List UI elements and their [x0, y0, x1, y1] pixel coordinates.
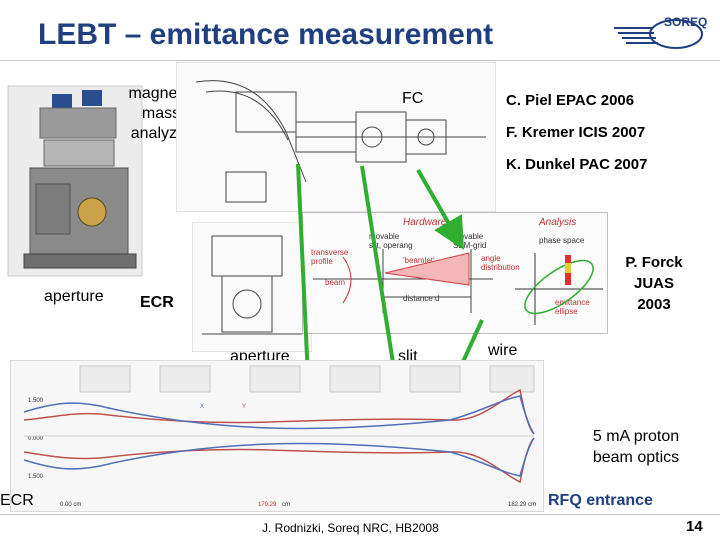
- emittance-ellipse-line2: ellipse: [555, 307, 578, 316]
- emittance-diagram: Hardware Analysis movable slit, operang …: [302, 212, 608, 334]
- proton-optics-label: 5 mA proton beam optics: [576, 426, 696, 468]
- hardware-title: Hardware: [403, 217, 447, 228]
- plot-footer-left: 0.00 cm: [60, 502, 81, 508]
- proton-optics-line: 5 mA proton: [592, 428, 680, 445]
- label-line: mass: [141, 105, 181, 122]
- reference-kremer: F. Kremer ICIS 2007: [506, 124, 646, 141]
- logo-text: SOREQ: [664, 15, 707, 29]
- movable-sem-line2: SEM-grid: [453, 241, 486, 250]
- title-divider: [0, 60, 720, 61]
- reference-dunkel: K. Dunkel PAC 2007: [506, 156, 648, 173]
- movable-slit-line1: movable: [369, 232, 400, 241]
- soreq-logo: SOREQ: [608, 10, 708, 54]
- ecr-source-drawing: [191, 221, 313, 353]
- fc-label: FC: [402, 90, 424, 107]
- plot-left-value-mid: 0.000: [28, 436, 44, 442]
- reference-forck: P. Forck JUAS 2003: [612, 252, 696, 315]
- forck-line: P. Forck: [625, 254, 683, 271]
- forck-line: JUAS: [633, 275, 674, 292]
- movable-slit-line2: slit, operang: [369, 241, 413, 250]
- movable-sem-line1: movable: [453, 232, 484, 241]
- page-number: 14: [686, 518, 703, 535]
- transverse-profile-line1: transverse: [311, 248, 349, 257]
- legend-x: X: [200, 404, 204, 410]
- plot-footer-right: 182.29 cm: [508, 502, 536, 508]
- angle-distribution-line1: angle: [481, 254, 501, 263]
- rfq-entrance-label: RFQ entrance: [548, 492, 653, 509]
- plot-footer-mid-value: 179.29: [258, 502, 277, 508]
- analysis-title: Analysis: [538, 217, 576, 228]
- wire-label: wire: [488, 342, 518, 359]
- aperture-label-left: aperture: [44, 288, 104, 305]
- plot-left-value-bottom: 1.500: [28, 474, 44, 480]
- plot-footer-mid-unit: cm: [282, 502, 290, 508]
- emittance-ellipse-line1: emittance: [555, 298, 590, 307]
- forck-line: 2003: [637, 296, 671, 313]
- ecr-label-bottom: ECR: [0, 492, 34, 509]
- footer-bar: [0, 514, 720, 541]
- legend-y: Y: [242, 404, 246, 410]
- proton-optics-line: beam optics: [592, 449, 680, 466]
- equipment-image: [2, 84, 148, 280]
- beamlet-label: 'beamlet': [403, 256, 435, 265]
- reference-piel: C. Piel EPAC 2006: [506, 92, 635, 109]
- footer-credit: J. Rodnizki, Soreq NRC, HB2008: [262, 521, 439, 535]
- beamline-drawing: [175, 61, 497, 213]
- plot-left-value-top: 1.500: [28, 398, 44, 404]
- beam-label: beam: [325, 278, 345, 287]
- ecr-label-mid: ECR: [140, 294, 174, 311]
- transverse-profile-line2: profile: [311, 257, 333, 266]
- phase-space-label: phase space: [539, 236, 585, 245]
- beam-optics-plot: 1.500 0.000 1.500 0.00 cm 179.29 cm 182.…: [9, 359, 545, 513]
- distance-label: distance d: [403, 294, 439, 303]
- slide-title: LEBT – emittance measurement: [38, 18, 494, 51]
- angle-distribution-line2: distribution: [481, 263, 520, 272]
